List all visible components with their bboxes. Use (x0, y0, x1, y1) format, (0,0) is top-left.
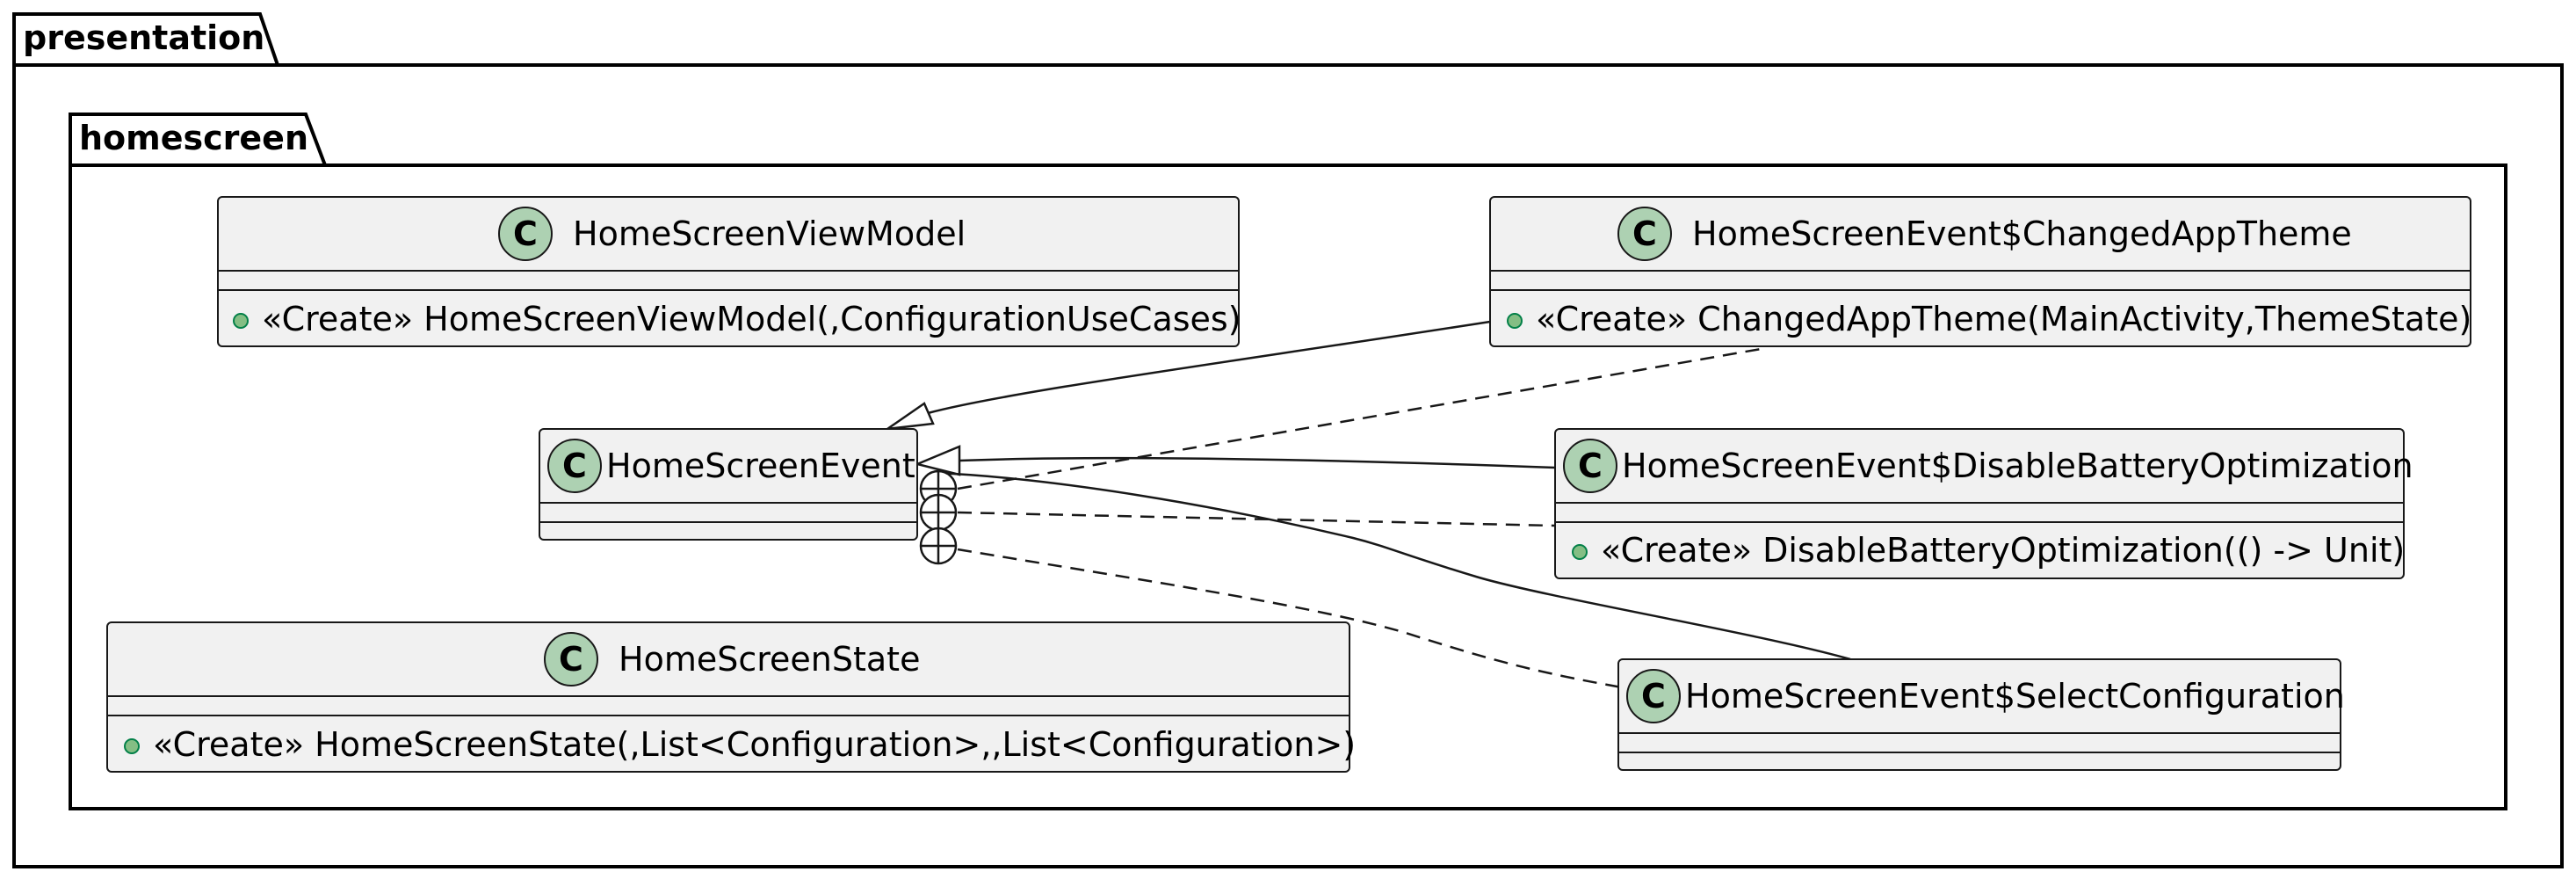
inheritance-arrowhead-changed-app-theme (886, 402, 935, 431)
inheritance-line-disable-battery (959, 456, 1556, 469)
public-member-dot (233, 313, 249, 329)
class-icon-letter: C (1641, 677, 1666, 716)
class-name: HomeScreenEvent (606, 447, 915, 485)
public-member-dot (124, 738, 140, 754)
inheritance-line-changed-app-theme (927, 320, 1491, 415)
class-changed-app-theme: C HomeScreenEvent$ChangedAppTheme «Creat… (1489, 196, 2471, 347)
class-icon-letter: C (1632, 214, 1657, 253)
class-home-screen-state: C HomeScreenState «Create» HomeScreenSta… (106, 621, 1356, 773)
class-name: HomeScreenViewModel (573, 214, 966, 253)
class-icon (498, 207, 553, 261)
inheritance-line-select-configuration (936, 471, 1851, 661)
class-member: «Create» ChangedAppTheme(MainActivity,Th… (1536, 300, 2471, 338)
class-member: «Create» DisableBatteryOptimization(() -… (1601, 531, 2405, 570)
class-icon (1617, 207, 1672, 261)
inheritance-arrowhead-disable-battery (914, 445, 961, 476)
package-homescreen-title: homescreen (79, 119, 308, 157)
class-disable-battery-optimization: C HomeScreenEvent$DisableBatteryOptimiza… (1554, 428, 2413, 579)
class-member: «Create» HomeScreenState(,List<Configura… (153, 725, 1356, 764)
class-home-screen-view-model: C HomeScreenViewModel «Create» HomeScree… (217, 196, 1241, 347)
class-member: «Create» HomeScreenViewModel(,Configurat… (262, 300, 1241, 338)
class-select-configuration: C HomeScreenEvent$SelectConfiguration (1617, 658, 2345, 771)
class-name: HomeScreenEvent$SelectConfiguration (1685, 677, 2345, 716)
class-icon-letter: C (559, 640, 583, 679)
public-member-dot (1507, 313, 1523, 329)
nested-line-disable-battery (957, 511, 1556, 527)
class-icon-letter: C (562, 447, 587, 485)
public-member-dot (1572, 544, 1588, 560)
nested-marker-2 (919, 493, 958, 532)
class-icon-letter: C (513, 214, 538, 253)
class-home-screen-event: C HomeScreenEvent (539, 428, 918, 541)
nested-line-select-configuration (957, 548, 1623, 689)
class-name: HomeScreenEvent$ChangedAppTheme (1692, 214, 2352, 253)
class-icon (544, 632, 598, 686)
nested-marker-3 (919, 527, 958, 565)
class-icon-letter: C (1578, 447, 1603, 485)
class-name: HomeScreenEvent$DisableBatteryOptimizati… (1622, 447, 2413, 485)
class-icon (1563, 439, 1617, 493)
package-presentation-title: presentation (23, 18, 264, 57)
class-icon (1626, 669, 1681, 723)
relations (886, 320, 1851, 689)
class-name: HomeScreenState (619, 640, 920, 679)
class-icon (547, 439, 602, 493)
